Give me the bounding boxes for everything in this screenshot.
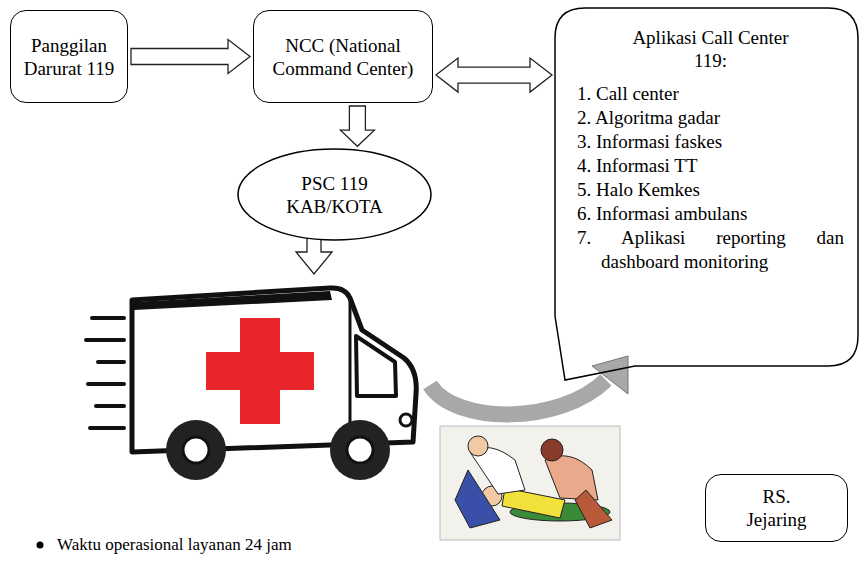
list-item: 4. Informasi TT <box>577 154 844 178</box>
call-box: Panggilan Darurat 119 <box>10 10 128 103</box>
node-title: PSC 119 KAB/KOTA <box>277 172 392 218</box>
node-content: RS. Jejaring <box>724 479 830 537</box>
curved-arrow <box>430 356 628 414</box>
node-title: Aplikasi Call Center 119: <box>616 26 806 72</box>
node-title: Panggilan Darurat 119 <box>19 34 119 80</box>
cpr-illustration <box>440 426 620 540</box>
block-arrow <box>131 40 250 74</box>
shape-outline <box>237 148 432 241</box>
ellipse-outline <box>238 149 431 240</box>
list-item: 5. Halo Kemkes <box>577 178 844 202</box>
psc-ellipse: PSC 119 KAB/KOTA <box>237 148 432 241</box>
node-content: Aplikasi Call Center 119: 1. Call center2… <box>577 26 844 274</box>
node-content: PSC 119 KAB/KOTA <box>269 166 400 224</box>
block-arrow <box>340 106 374 146</box>
hospital-box: RS. Jejaring <box>705 474 848 542</box>
bullet <box>37 542 44 549</box>
callout-outline <box>555 8 858 380</box>
list-item: 3. Informasi faskes <box>577 130 844 154</box>
node-content: Panggilan Darurat 119 <box>11 28 127 86</box>
block-arrow <box>436 58 552 92</box>
node-content: NCC (National Command Center) <box>254 28 432 86</box>
node-title: RS. Jejaring <box>732 485 822 531</box>
node-title: NCC (National Command Center) <box>262 34 424 80</box>
list-item: 2. Algoritma gadar <box>577 106 844 130</box>
command-center-box: NCC (National Command Center) <box>253 10 433 103</box>
ambulance-illustration <box>86 288 416 480</box>
list-item: 6. Informasi ambulans <box>577 202 844 226</box>
list-item: 7. Aplikasi reporting dan dashboard moni… <box>577 226 844 274</box>
application-callout: Aplikasi Call Center 119: 1. Call center2… <box>555 8 858 380</box>
list-item: 1. Call center <box>577 82 844 106</box>
service-hours-note: Waktu operasional layanan 24 jam <box>57 535 292 555</box>
